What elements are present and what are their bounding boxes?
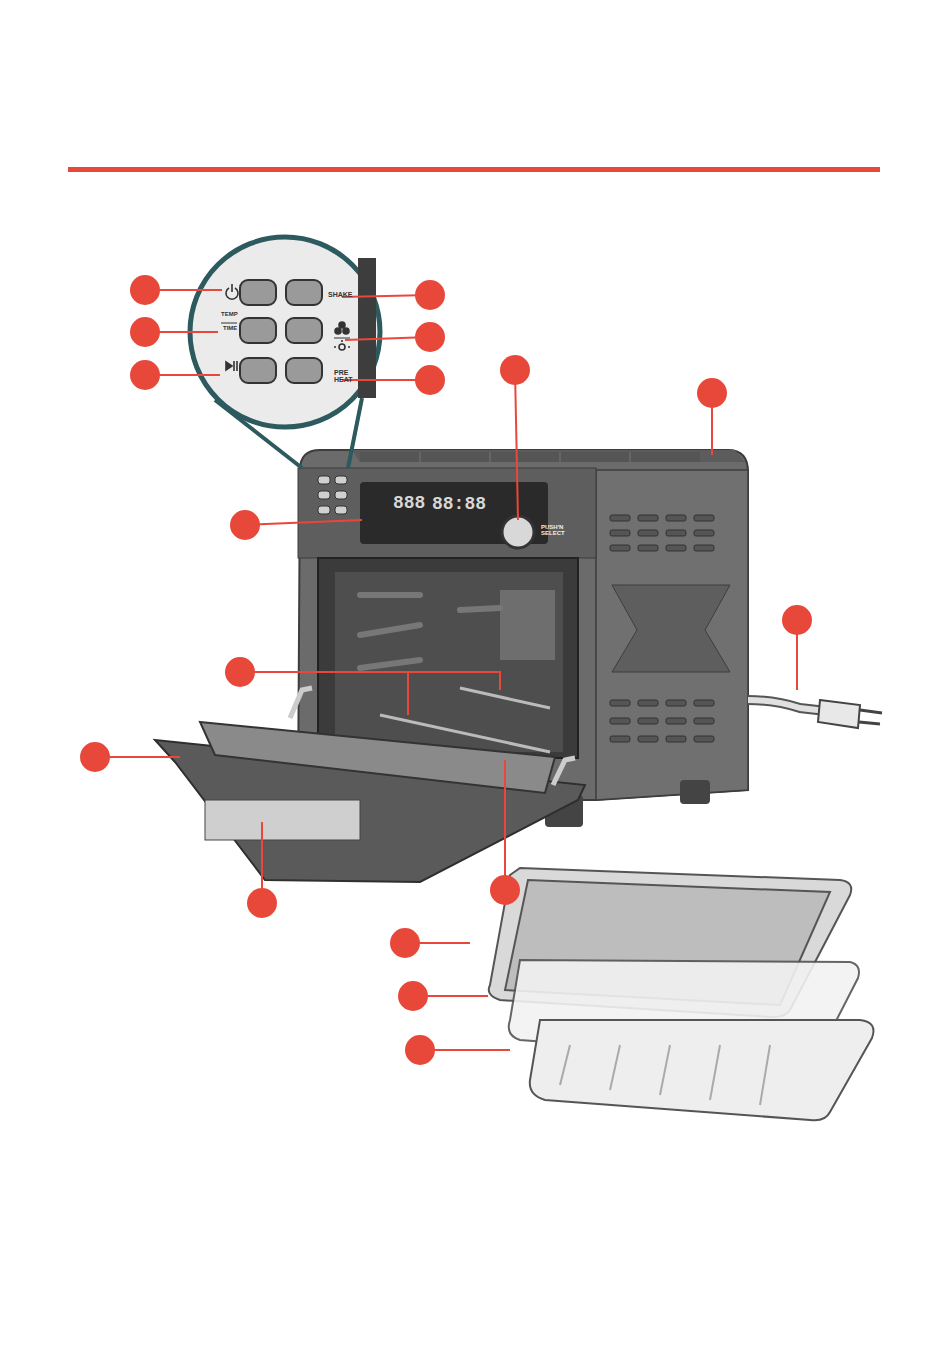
magnifier	[190, 237, 380, 468]
callout-dots	[80, 275, 812, 1065]
knob-label: PUSH'N SELECT	[541, 524, 575, 537]
leader-lines	[95, 290, 797, 1050]
oven-door	[155, 688, 585, 882]
display-digits: 88:88	[432, 495, 492, 514]
display-digits: 888	[393, 494, 433, 513]
button-label: SHAKE	[328, 291, 368, 298]
accessories	[489, 868, 874, 1120]
button-label: TIME	[223, 325, 249, 331]
header-rule	[68, 167, 880, 172]
button-label: TEMP	[221, 311, 247, 317]
button-label: PRE HEAT	[334, 369, 356, 384]
power-cord	[748, 700, 882, 728]
